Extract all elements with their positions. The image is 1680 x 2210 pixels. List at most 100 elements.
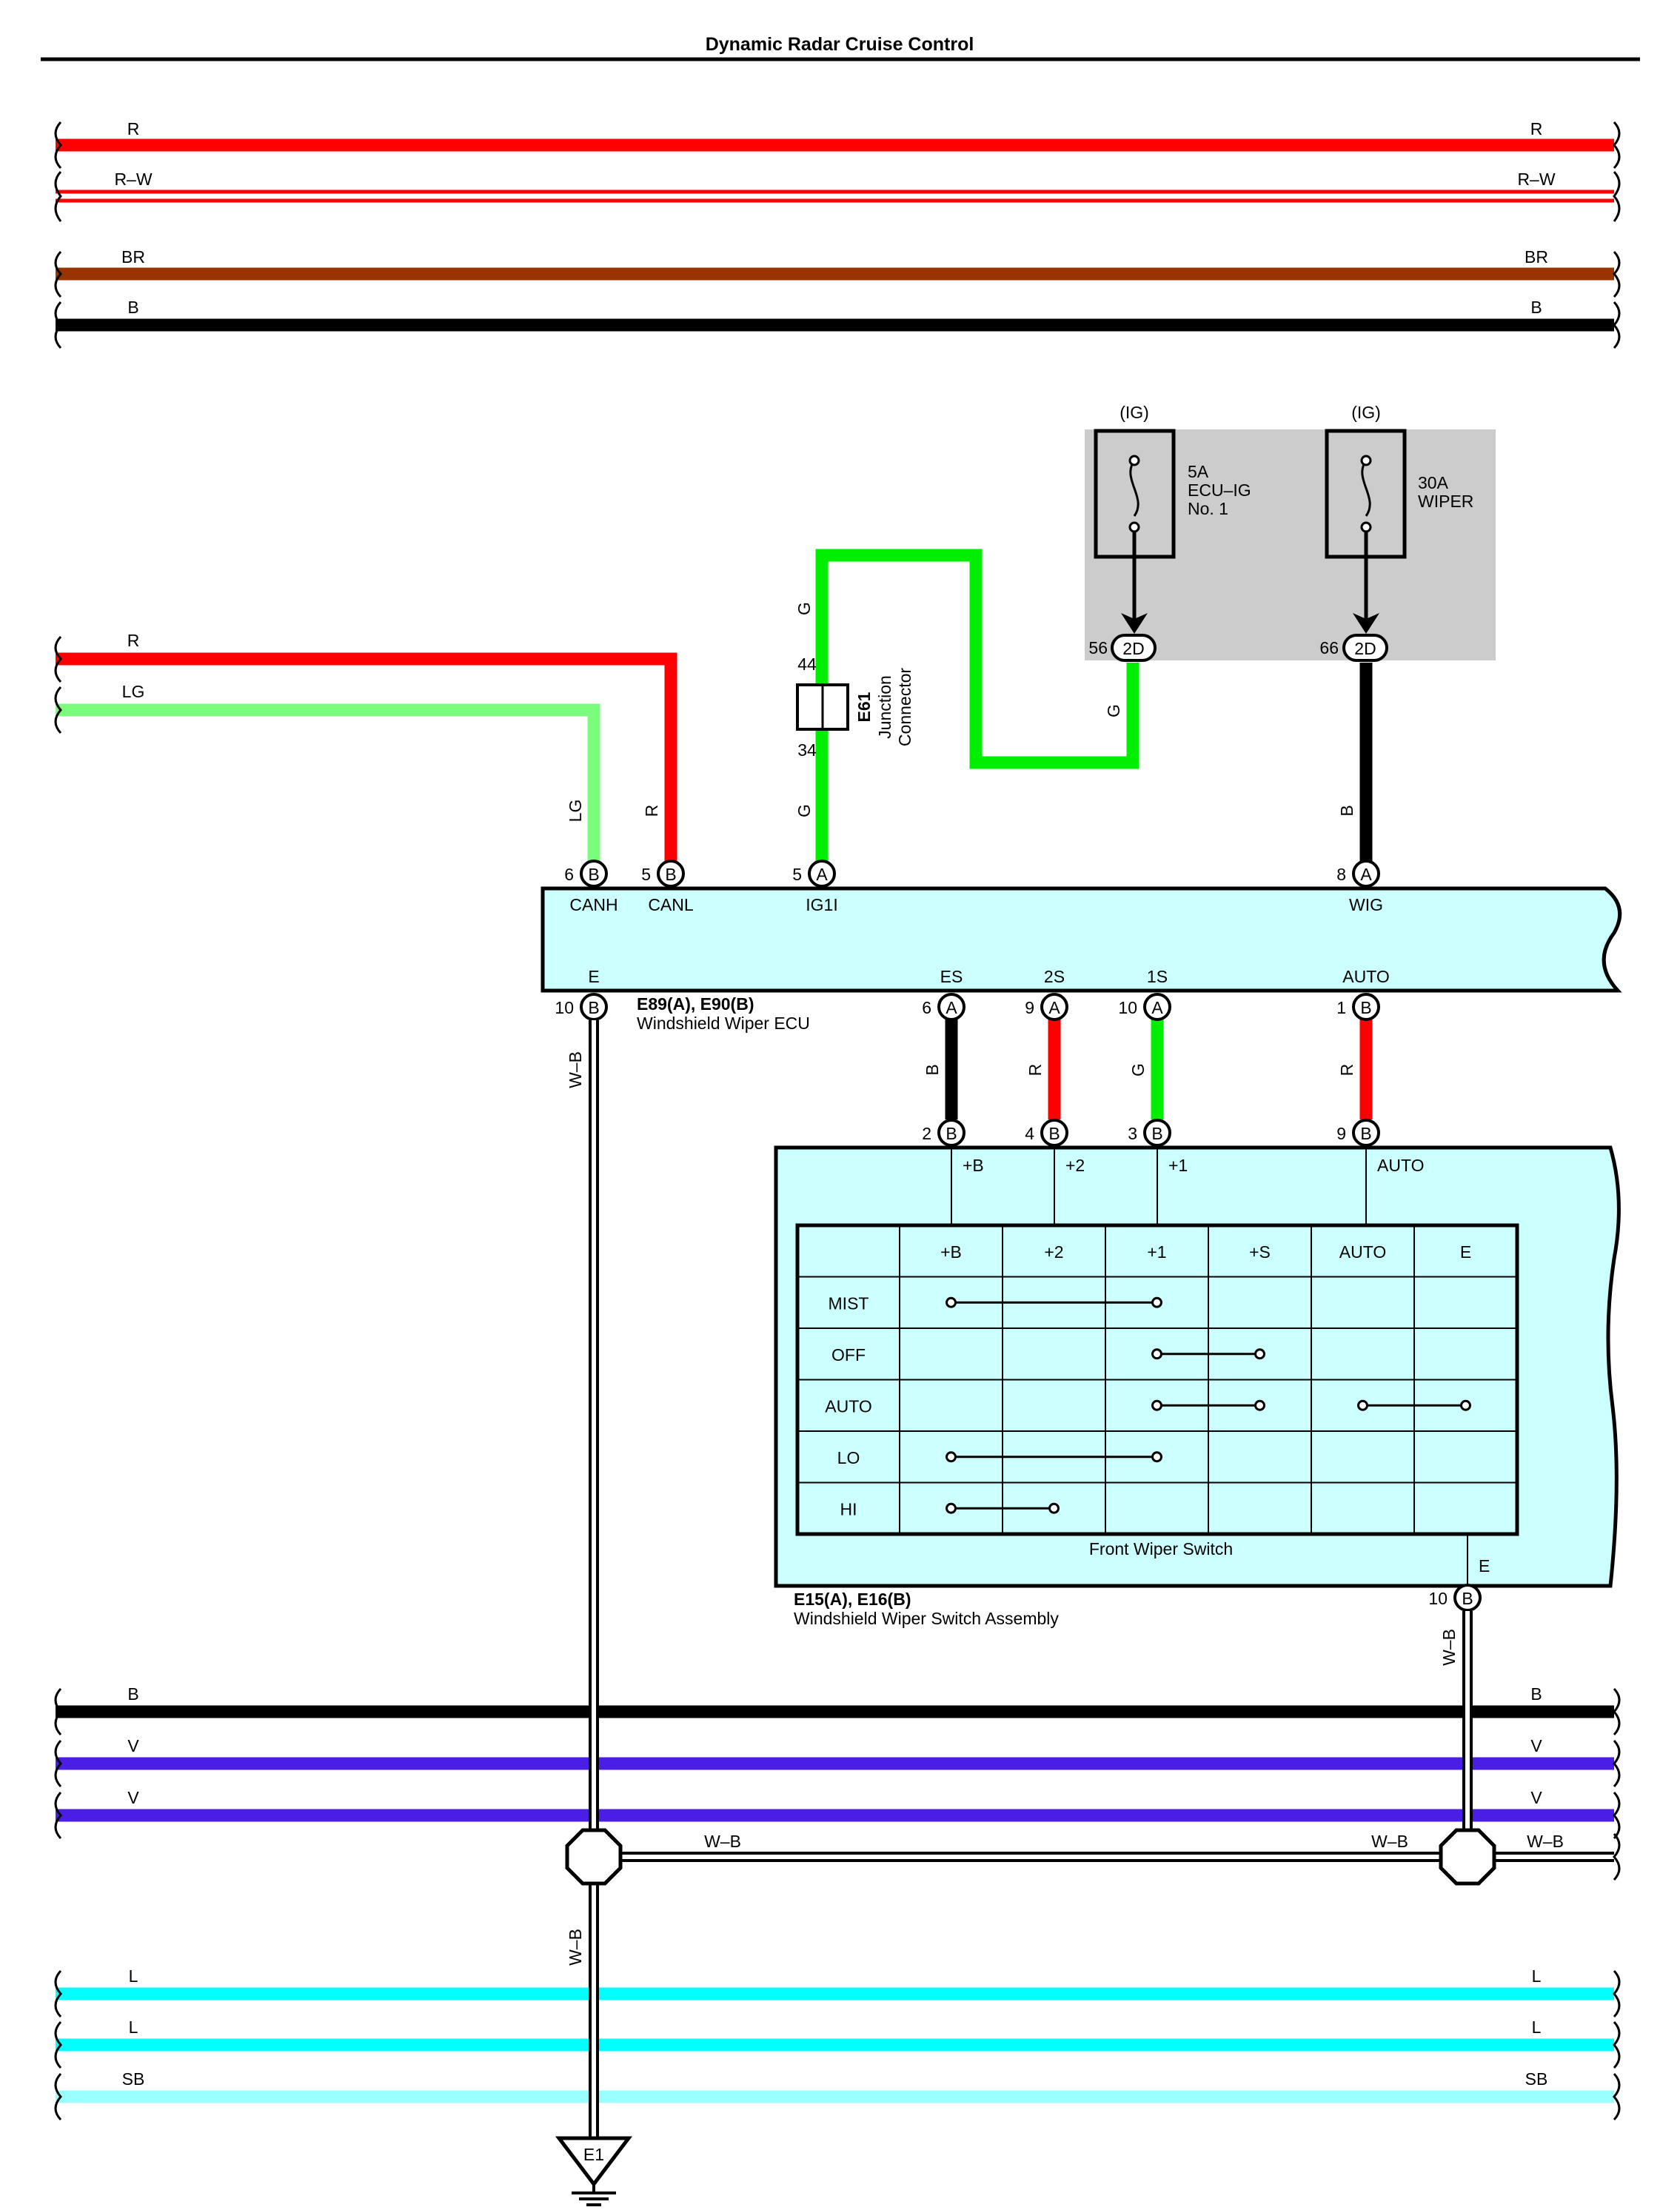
switch-table-column-header: +2 (1044, 1242, 1063, 1262)
switch-table-row-header: LO (837, 1448, 860, 1467)
fuse-2-connector-code: 2D (1354, 639, 1376, 658)
wiper-ecu: E89(A), E90(B) Windshield Wiper ECU (541, 886, 1622, 1033)
ecu-pin-2s-num: 9 (1025, 998, 1034, 1017)
bus-b-label-left: B (127, 298, 138, 317)
wave-break-right-wb (1613, 1832, 1621, 1881)
bus-rw-label-right: R–W (1517, 170, 1555, 189)
wave-break-right (1612, 121, 1621, 349)
wave-break-left-can (54, 635, 63, 734)
ecu-pin-es-label: ES (940, 967, 963, 986)
switch-contact-point (946, 1296, 957, 1308)
page-title: Dynamic Radar Cruise Control (706, 34, 974, 55)
wb-label-horizontal-mid: W–B (1371, 1832, 1408, 1851)
bus-l1-label-right: L (1532, 1966, 1542, 1986)
ecu-pin-1s-num: 10 (1118, 998, 1137, 1017)
ig1i-wire: G G G 44 34 E61 Junction Connector (794, 549, 1139, 866)
fuse-1-connector-code: 2D (1122, 639, 1144, 658)
switch-pin-p2-conn: B (1048, 1124, 1060, 1143)
switch-name: Windshield Wiper Switch Assembly (794, 1609, 1059, 1628)
switch-box (774, 1145, 1621, 1588)
switch-table-column-header: +B (940, 1242, 962, 1262)
wb-label-ecu: W–B (566, 1051, 585, 1088)
switch-pin-p1-conn: B (1151, 1124, 1162, 1143)
switch-contact-point (1048, 1502, 1060, 1514)
ecu-top-pins: B 6 CANH B 5 CANL A 5 IG1I A 8 WIG (564, 860, 1383, 914)
bus-v1-label-left: V (127, 1736, 139, 1755)
ecu-pin-ig1i-conn: A (816, 865, 828, 884)
ecu-pin-auto-connector (1352, 993, 1380, 1021)
ecu-pin-es-connector (937, 993, 966, 1021)
bus-br-label-right: BR (1525, 247, 1548, 267)
ground-triangle (555, 2136, 633, 2188)
ecu-pin-wig-connector (1352, 860, 1380, 888)
switch-table-column-header: AUTO (1339, 1242, 1386, 1262)
can-wires: R LG LG R (54, 631, 677, 866)
fuse-2-element (1361, 460, 1371, 517)
fuse-1-rating: 5A (1188, 462, 1209, 481)
fuse-1-element (1129, 460, 1139, 517)
wire-r-canl (56, 652, 677, 866)
fuse-1-term-top (1128, 455, 1140, 466)
bus-v1-label-right: V (1530, 1736, 1542, 1755)
ecu-pin-ig1i-num: 5 (792, 865, 802, 884)
bus-v2-label-right: V (1530, 1788, 1542, 1807)
switch-pin-e-label: E (1479, 1556, 1490, 1576)
switch-code: E15(A), E16(B) (794, 1590, 911, 1609)
fuse-2-pin: 66 (1319, 638, 1339, 657)
ecu-pin-canh-num: 6 (564, 865, 574, 884)
fuse-1-connector (1111, 634, 1157, 662)
wire-g-1s-label: G (1128, 1063, 1148, 1076)
switch-pin-p2-connector (1040, 1119, 1068, 1147)
switch-table-row-header: AUTO (825, 1396, 871, 1416)
ground-wiring: W–B W–B W–B W–B W–B W–B (565, 1020, 1621, 2140)
fuse-1-arrow (1121, 613, 1148, 634)
ecu-pin-canh-connector (580, 860, 608, 888)
ecu-pin-2s-label: 2S (1044, 967, 1065, 986)
switch-pin-pb-num: 2 (922, 1124, 931, 1143)
fuse-2-term-bottom (1360, 521, 1372, 533)
bus-b-label-right: B (1530, 298, 1542, 317)
wire-g-label-bottom: G (794, 804, 814, 817)
wire-r-vlabel: R (642, 805, 661, 817)
switch-table-row-header: MIST (829, 1293, 869, 1313)
bus-r-label-right: R (1530, 119, 1543, 138)
fuse-2-arrow (1353, 613, 1379, 634)
ecu-pin-1s-label: 1S (1147, 967, 1168, 986)
ecu-pin-e-label: E (588, 967, 599, 986)
wire-r-2s-label: R (1025, 1064, 1045, 1076)
fuse-2-supply: (IG) (1351, 403, 1381, 422)
switch-pin-p1-label: +1 (1168, 1156, 1188, 1175)
bus-l2-label-right: L (1532, 2018, 1542, 2037)
wb-label-ground: W–B (566, 1929, 585, 1966)
switch-pin-e-conn: B (1462, 1589, 1473, 1608)
switch-pin-auto-num: 9 (1336, 1124, 1346, 1143)
ground-code: E1 (583, 2145, 604, 2164)
bus-b-lower-label-left: B (127, 1684, 138, 1704)
switch-contact-point (1151, 1451, 1162, 1463)
wave-break-left (54, 121, 63, 349)
ecu-pin-e-num: 10 (555, 998, 574, 1017)
switch-table-column-header: +S (1249, 1242, 1271, 1262)
ecu-code: E89(A), E90(B) (637, 994, 754, 1014)
switch-contact-point (946, 1451, 957, 1463)
bus-l1-label-left: L (129, 1966, 138, 1986)
fuse-block (1085, 429, 1496, 660)
wiper-switch-assembly: E15(A), E16(B) Windshield Wiper Switch A… (774, 1119, 1621, 1628)
junction-code: E61 (854, 692, 874, 722)
ecu-pin-auto-label: AUTO (1342, 967, 1389, 986)
ecu-pin-es-conn: A (946, 998, 957, 1017)
switch-contact-point (1151, 1399, 1162, 1411)
ecu-name: Windshield Wiper ECU (637, 1014, 810, 1033)
bus-b-lower-label-right: B (1530, 1684, 1542, 1704)
fuse-wiper: (IG) 30A WIPER 66 2D (1319, 403, 1473, 662)
wire-lg-canh (56, 703, 600, 866)
ecu-bottom-pins: B 10 E A 6 ES A 9 2S A 10 1S B 1 AUTO (555, 967, 1390, 1021)
switch-contact-point (946, 1502, 957, 1514)
bottom-buses-2: L L L L SB SB (54, 1966, 1621, 2121)
wire-g-ig1i (815, 549, 1139, 866)
junction-pin-top: 44 (797, 654, 817, 674)
bus-v2-label-left: V (127, 1788, 139, 1807)
ecu-pin-wig-label: WIG (1349, 895, 1383, 914)
wb-label-horizontal-left: W–B (704, 1832, 741, 1851)
fuse-ecu-ig: (IG) 5A ECU–IG No. 1 56 2D (1088, 403, 1251, 662)
